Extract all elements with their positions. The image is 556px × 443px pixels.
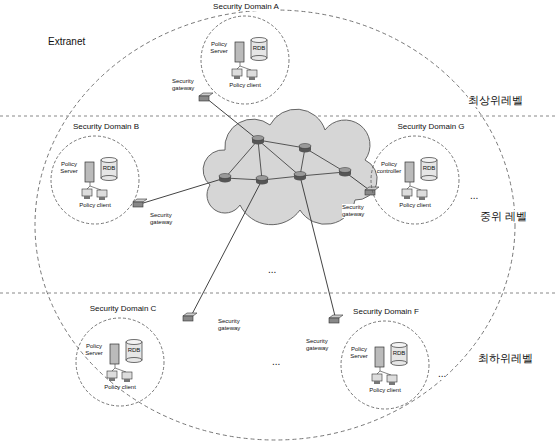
gateway-label: Security gateway [218, 318, 248, 332]
domain-icons [372, 343, 407, 386]
network-link [190, 180, 262, 318]
gateway-icon [133, 199, 147, 207]
router-icon [256, 176, 268, 185]
gateway-label: Security gateway [342, 204, 372, 218]
server-label: Policy Server [54, 161, 84, 175]
level-label: 중위 레벨 [480, 210, 527, 223]
security-domain: Security Domain BPolicy ServerRDBPolicy … [50, 135, 140, 225]
domain-icons [82, 158, 117, 201]
router-icon [339, 168, 351, 177]
client-label: Policy client [104, 384, 136, 391]
level-label: 최상위레벨 [468, 94, 523, 107]
router-icon [299, 144, 311, 153]
gateway-label: Security gateway [306, 338, 336, 352]
annotation-label: ... [470, 190, 478, 202]
gateway-icon [199, 93, 213, 101]
network-link [305, 148, 345, 172]
level-label: 최하위레벨 [478, 352, 533, 365]
annotation-label: Extranet [48, 36, 85, 48]
gateway-icon [329, 315, 343, 323]
security-domain: Security Domain GPolicy controllerRDBPol… [370, 135, 460, 225]
security-domain: Security Domain CPolicy ServerRDBPolicy … [75, 317, 165, 407]
client-label: Policy client [369, 387, 401, 394]
client-label: Policy client [79, 202, 111, 209]
database-label: RDB [393, 350, 406, 357]
annotation-label: ... [438, 368, 446, 380]
network-link [225, 140, 258, 178]
server-label: Policy Server [204, 41, 234, 55]
domain-icons [402, 158, 437, 201]
domain-circle [50, 135, 140, 225]
domain-heading: Security Domain G [396, 122, 465, 131]
server-label: Policy controller [374, 161, 404, 175]
domain-heading: Security Domain C [89, 304, 158, 313]
router-icon [252, 136, 264, 145]
domain-heading: Security Domain B [72, 122, 140, 131]
database-label: RDB [423, 165, 436, 172]
database-label: RDB [253, 45, 266, 52]
annotation-label: ... [272, 356, 280, 368]
domain-heading: Security Domain A [212, 2, 280, 11]
network-link [300, 176, 336, 320]
domain-circle [370, 135, 460, 225]
gateway-label: Security gateway [150, 212, 180, 226]
domain-circle [75, 317, 165, 407]
domain-icons [107, 340, 142, 383]
database-label: RDB [128, 347, 141, 354]
router-icon [219, 174, 231, 183]
network-link [258, 140, 262, 180]
router-icon [294, 172, 306, 181]
network-link [140, 178, 225, 204]
gateway-label: Security gateway [172, 78, 202, 92]
network-link [258, 140, 300, 176]
network-link [258, 140, 305, 148]
security-domain: Security Domain APolicy ServerRDBPolicy … [200, 15, 290, 105]
database-label: RDB [103, 165, 116, 172]
level-separator [0, 293, 556, 294]
domain-circle [340, 320, 430, 410]
client-label: Policy client [399, 202, 431, 209]
annotation-label: ... [268, 264, 276, 276]
network-link [206, 98, 258, 140]
server-label: Policy Server [344, 346, 374, 360]
security-domain: Security Domain FPolicy ServerRDBPolicy … [340, 320, 430, 410]
domain-circle [200, 15, 290, 105]
gateway-icon [183, 313, 197, 321]
network-link [300, 172, 345, 176]
network-cloud [203, 109, 377, 225]
extranet-outline [35, 10, 515, 440]
domain-icons [232, 38, 267, 81]
server-label: Policy Server [79, 343, 109, 357]
domain-heading: Security Domain F [352, 307, 420, 316]
client-label: Policy client [229, 82, 261, 89]
